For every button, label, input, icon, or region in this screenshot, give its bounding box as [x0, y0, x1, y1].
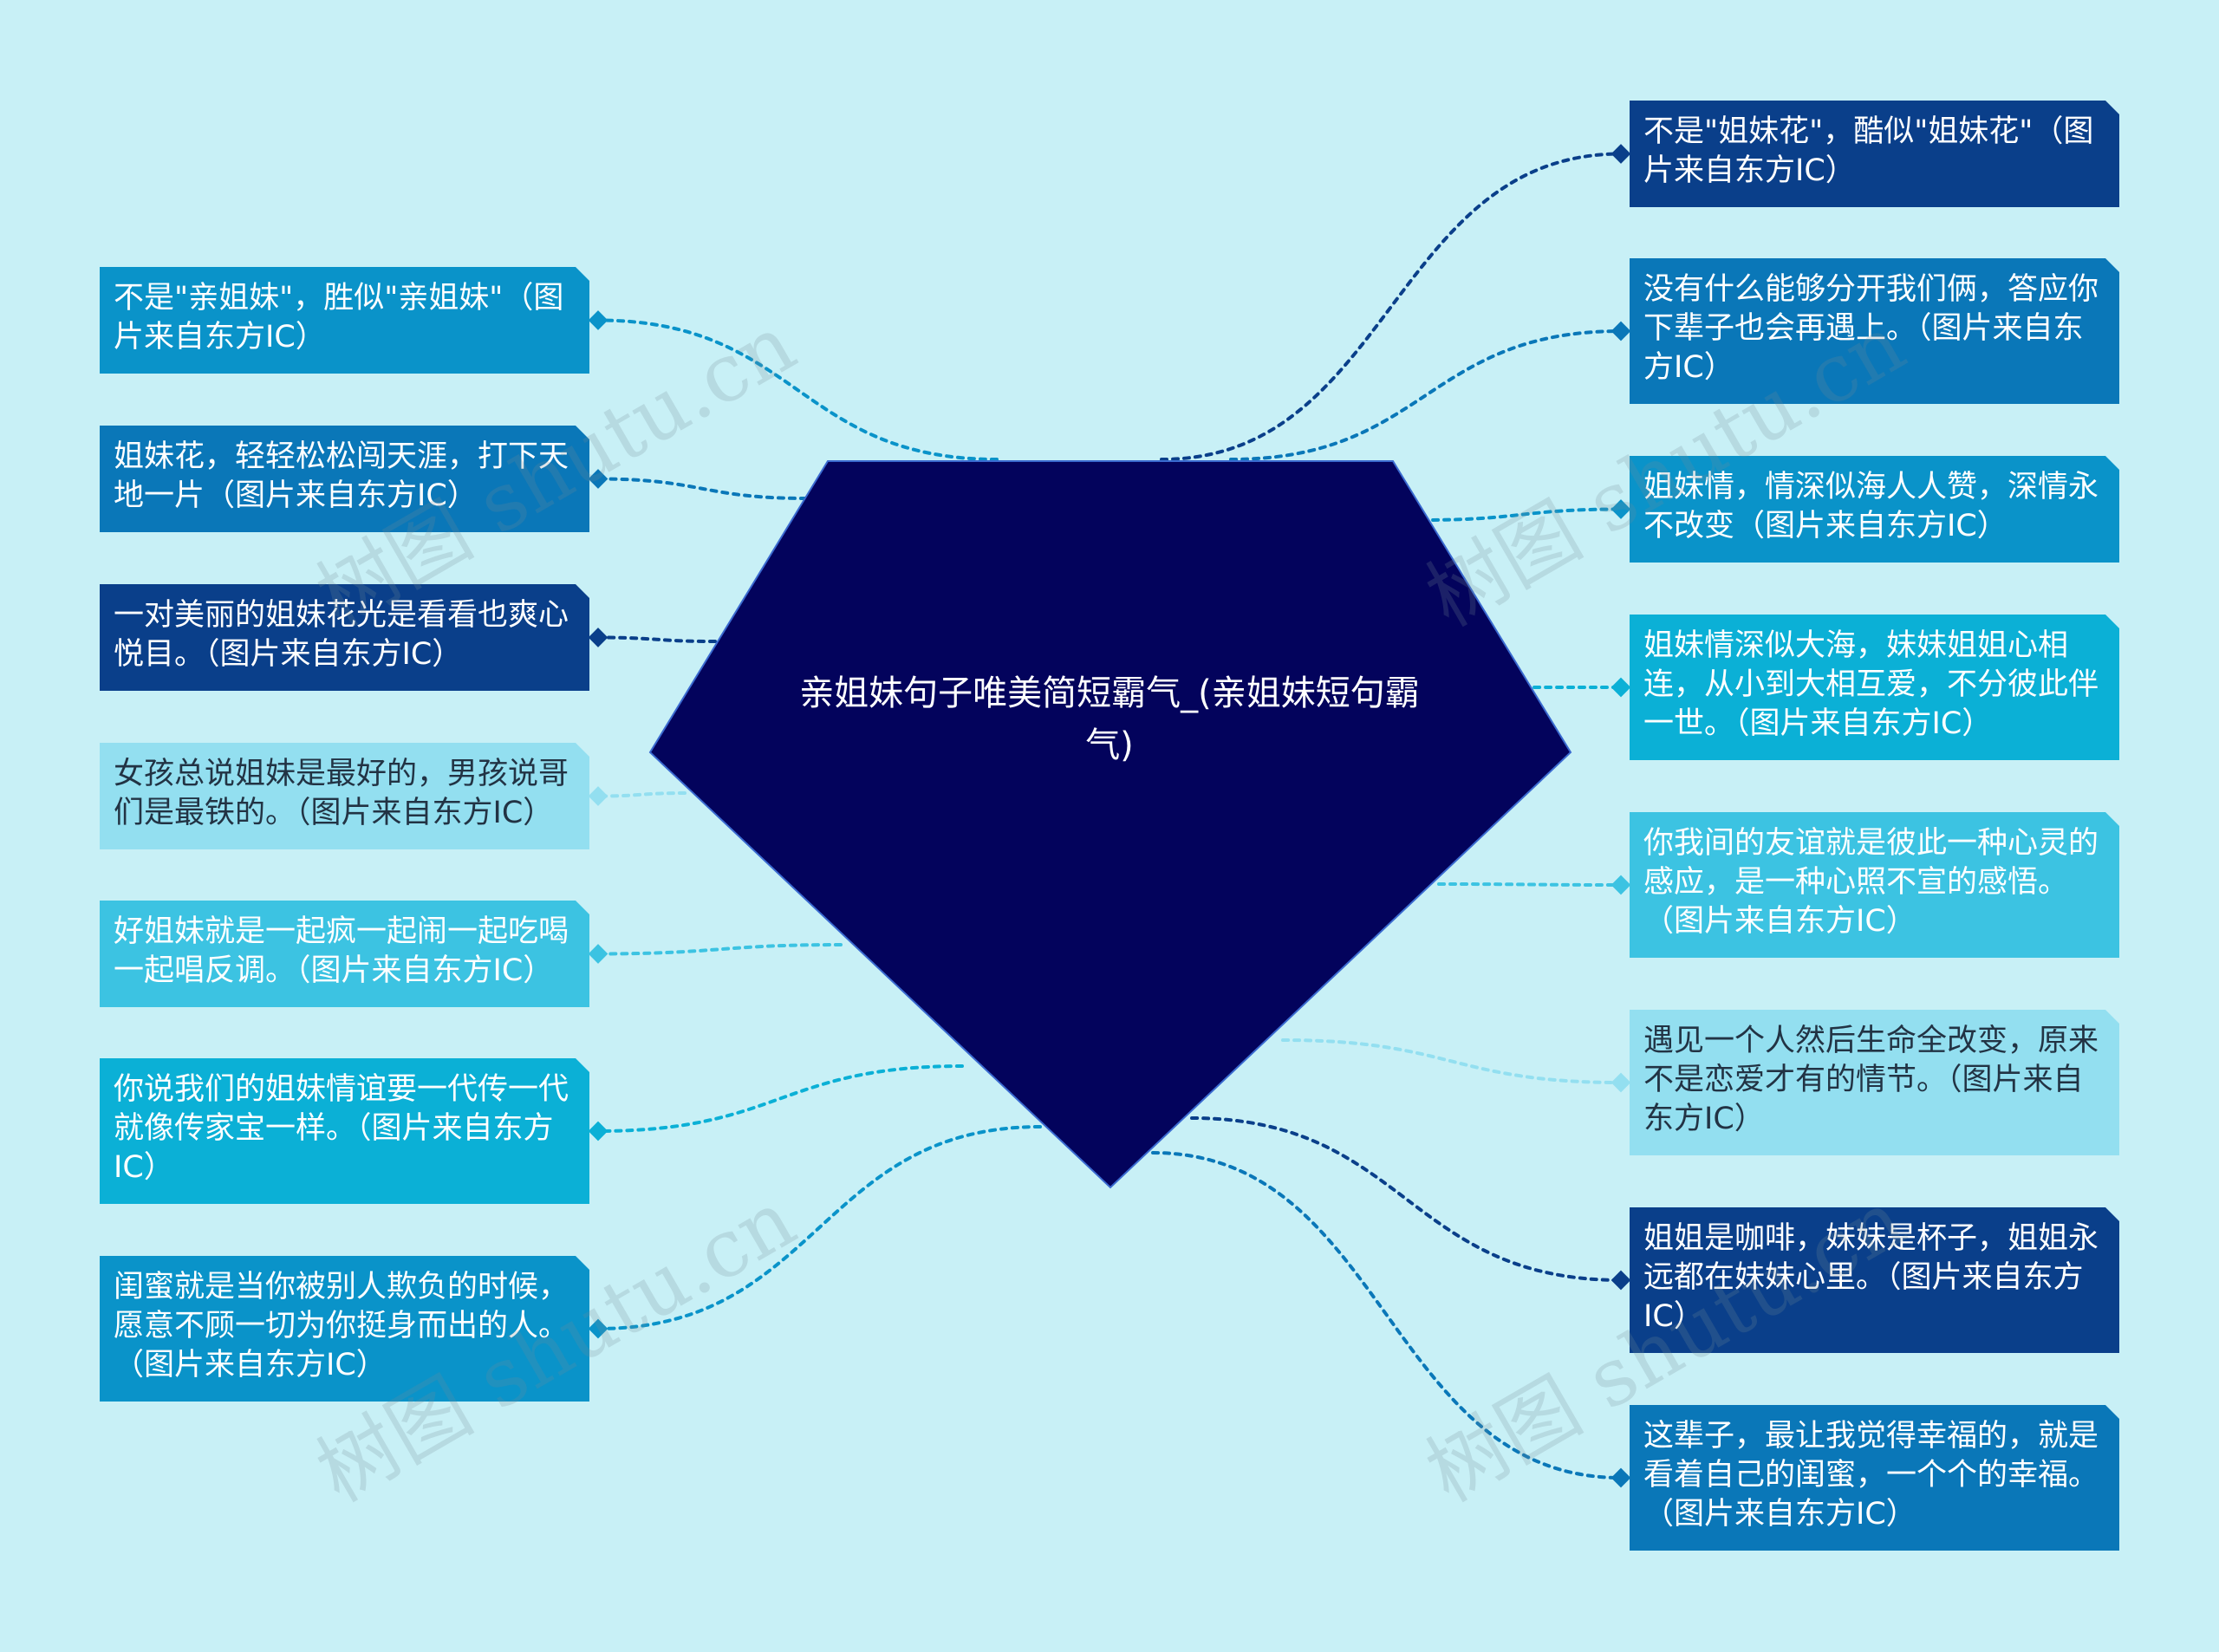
connector-diamond-icon — [1611, 1072, 1631, 1093]
connector-diamond-icon — [588, 944, 608, 964]
topic-label: 你我间的友谊就是彼此一种心灵的感应，是一种心照不宣的感悟。（图片来自东方IC） — [1643, 826, 2099, 939]
topic-label: 好姐妹就是一起疯一起闹一起吃喝一起唱反调。（图片来自东方IC） — [114, 914, 569, 988]
topic-label: 女孩总说姐妹是最好的，男孩说哥们是最铁的。（图片来自东方IC） — [114, 757, 569, 830]
connector-diamond-icon — [1611, 499, 1631, 519]
topic-label: 姐姐是咖啡，妹妹是杯子，姐姐永远都在妹妹心里。（图片来自东方IC） — [1643, 1221, 2099, 1334]
topic-label: 姐妹情深似大海，妹妹姐姐心相连，从小到大相互爱，不分彼此伴一世。（图片来自东方I… — [1643, 628, 2099, 741]
connector-line — [596, 318, 999, 461]
topic-label: 闺蜜就是当你被别人欺负的时候，愿意不顾一切为你挺身而出的人。（图片来自东方IC） — [114, 1270, 569, 1382]
connector-diamond-icon — [588, 1121, 608, 1141]
right-topic-node-7[interactable]: 姐姐是咖啡，妹妹是杯子，姐姐永远都在妹妹心里。（图片来自东方IC） — [1630, 1207, 2119, 1353]
topic-label: 遇见一个人然后生命全改变，原来不是恋爱才有的情节。（图片来自东方IC） — [1643, 1024, 2099, 1136]
connector-line — [596, 943, 843, 956]
connector-diamond-icon — [1611, 1467, 1631, 1488]
left-topic-node-7[interactable]: 闺蜜就是当你被别人欺负的时候，愿意不顾一切为你挺身而出的人。（图片来自东方IC） — [100, 1256, 589, 1402]
topic-label: 姐妹花，轻轻松松闯天涯，打下天地一片（图片来自东方IC） — [114, 439, 569, 513]
connector-line — [596, 791, 687, 798]
connector-line — [1281, 1038, 1623, 1084]
connector-diamond-icon — [588, 469, 608, 489]
connector-diamond-icon — [1611, 144, 1631, 164]
connector-line — [596, 477, 808, 500]
topic-label: 你说我们的姐妹情谊要一代传一代就像传家宝一样。（图片来自东方IC） — [114, 1072, 569, 1185]
topic-label: 不是"亲姐妹"，胜似"亲姐妹"（图片来自东方IC） — [114, 281, 564, 354]
topic-label: 没有什么能够分开我们俩，答应你下辈子也会再遇上。（图片来自东方IC） — [1643, 272, 2099, 385]
connector-line — [1160, 152, 1623, 461]
right-topic-node-8[interactable]: 这辈子，最让我觉得幸福的，就是看着自己的闺蜜，一个个的幸福。（图片来自东方IC） — [1630, 1405, 2119, 1551]
connector-line — [596, 635, 717, 643]
right-topic-node-5[interactable]: 你我间的友谊就是彼此一种心灵的感应，是一种心照不宣的感悟。（图片来自东方IC） — [1630, 812, 2119, 958]
right-topic-node-2[interactable]: 没有什么能够分开我们俩，答应你下辈子也会再遇上。（图片来自东方IC） — [1630, 258, 2119, 404]
connector-diamond-icon — [1611, 875, 1631, 895]
left-topic-node-6[interactable]: 你说我们的姐妹情谊要一代传一代就像传家宝一样。（图片来自东方IC） — [100, 1058, 589, 1204]
left-topic-node-4[interactable]: 女孩总说姐妹是最好的，男孩说哥们是最铁的。（图片来自东方IC） — [100, 743, 589, 849]
connector-diamond-icon — [1611, 677, 1631, 698]
left-topic-node-1[interactable]: 不是"亲姐妹"，胜似"亲姐妹"（图片来自东方IC） — [100, 267, 589, 374]
center-pentagon[interactable] — [648, 460, 1572, 1189]
right-topic-node-4[interactable]: 姐妹情深似大海，妹妹姐姐心相连，从小到大相互爱，不分彼此伴一世。（图片来自东方I… — [1630, 615, 2119, 760]
connector-line — [1437, 882, 1623, 887]
left-topic-node-5[interactable]: 好姐妹就是一起疯一起闹一起吃喝一起唱反调。（图片来自东方IC） — [100, 901, 589, 1007]
connector-lines — [588, 144, 1631, 1488]
right-topic-node-1[interactable]: 不是"姐妹花"，酷似"姐妹花"（图片来自东方IC） — [1630, 101, 2119, 207]
topic-label: 一对美丽的姐妹花光是看看也爽心悦目。（图片来自东方IC） — [114, 598, 569, 672]
left-topic-node-2[interactable]: 姐妹花，轻轻松松闯天涯，打下天地一片（图片来自东方IC） — [100, 426, 589, 532]
connector-diamond-icon — [588, 310, 608, 330]
topic-label: 不是"姐妹花"，酷似"姐妹花"（图片来自东方IC） — [1643, 114, 2094, 188]
topic-label: 姐妹情，情深似海人人赞，深情永不改变（图片来自东方IC） — [1643, 470, 2099, 543]
connector-line — [1151, 1151, 1623, 1480]
connector-diamond-icon — [588, 786, 608, 806]
connector-line — [1229, 329, 1623, 461]
connector-diamond-icon — [1611, 1270, 1631, 1291]
right-topic-node-6[interactable]: 遇见一个人然后生命全改变，原来不是恋爱才有的情节。（图片来自东方IC） — [1630, 1010, 2119, 1155]
connector-line — [1420, 507, 1623, 522]
right-topic-node-3[interactable]: 姐妹情，情深似海人人赞，深情永不改变（图片来自东方IC） — [1630, 456, 2119, 563]
topic-label: 这辈子，最让我觉得幸福的，就是看着自己的闺蜜，一个个的幸福。（图片来自东方IC） — [1643, 1419, 2099, 1532]
connector-line — [1190, 1116, 1623, 1282]
connector-diamond-icon — [588, 628, 608, 647]
connector-diamond-icon — [588, 1318, 608, 1339]
connector-line — [596, 1125, 1042, 1330]
left-topic-node-3[interactable]: 一对美丽的姐妹花光是看看也爽心悦目。（图片来自东方IC） — [100, 584, 589, 691]
connector-line — [596, 1064, 964, 1133]
center-topic-title[interactable]: 亲姐妹句子唯美简短霸气_(亲姐妹短句霸气) — [799, 673, 1420, 765]
connector-diamond-icon — [1611, 321, 1631, 341]
